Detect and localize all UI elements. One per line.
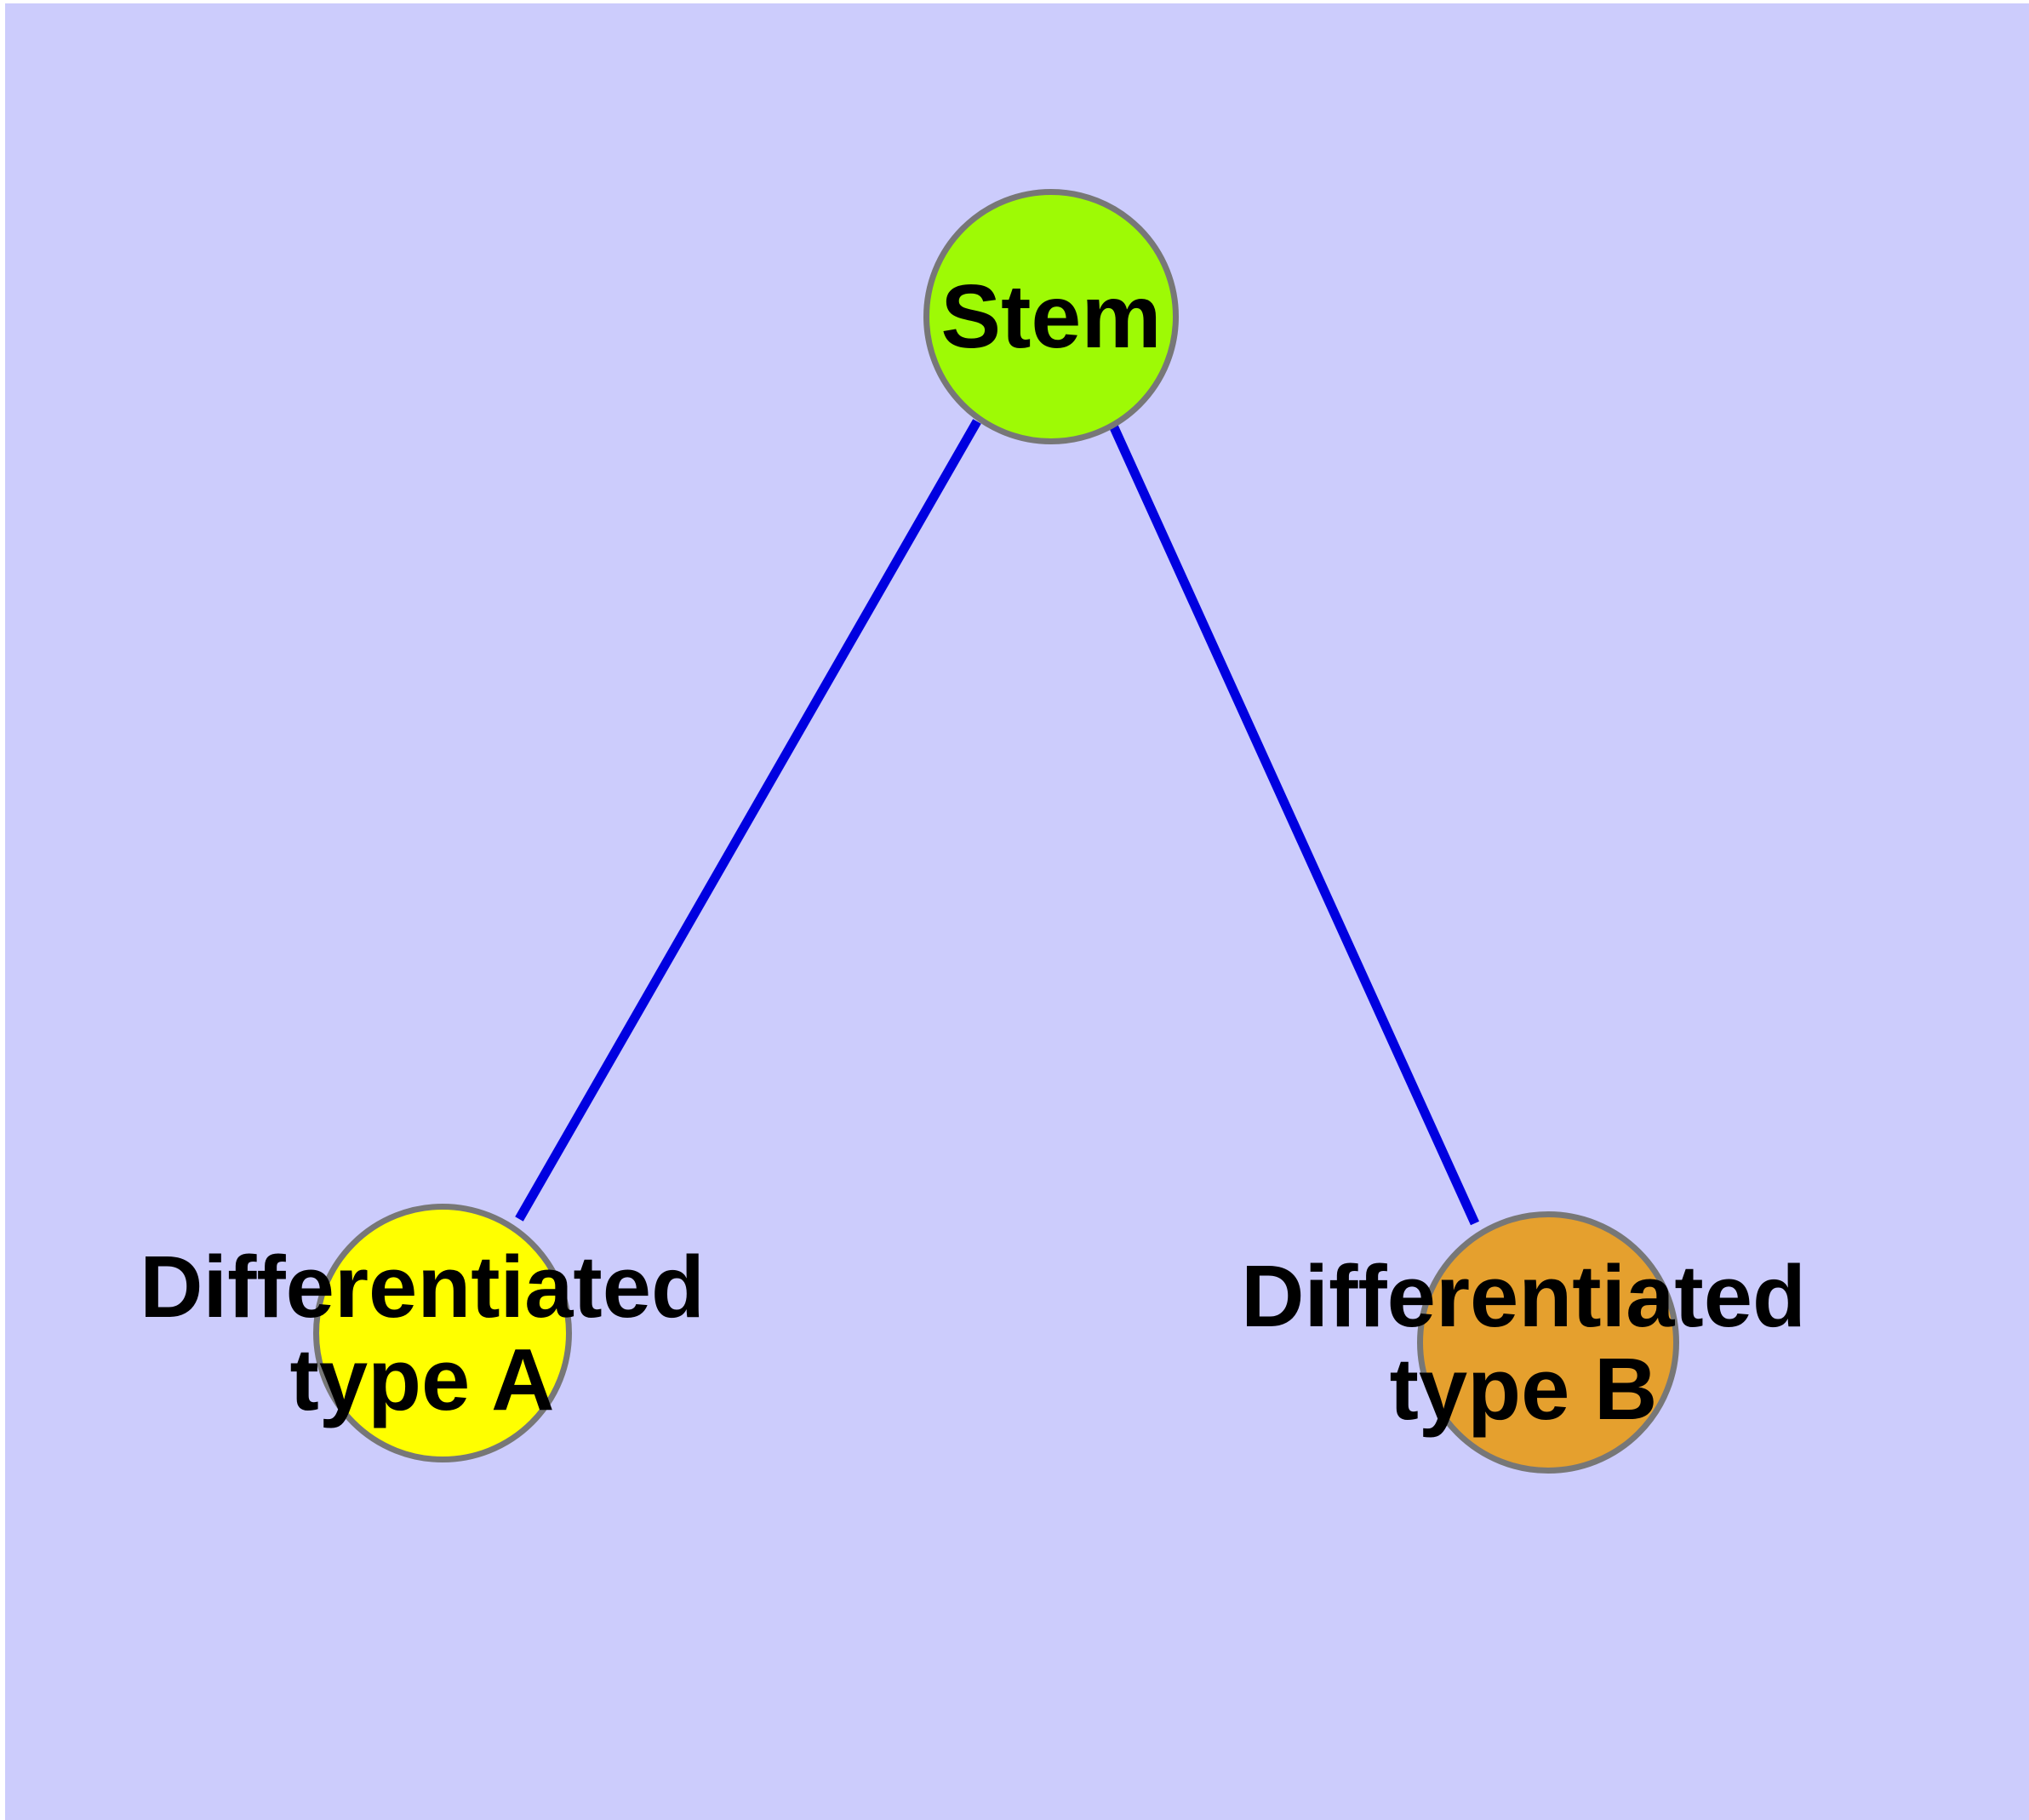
graph-node-diff_b[interactable] — [1417, 1211, 1679, 1474]
edges-layer — [515, 419, 1480, 1226]
graph-edge — [515, 419, 981, 1222]
graph-node-stem[interactable] — [923, 189, 1179, 444]
nodes-layer — [313, 189, 1679, 1474]
graph-edge — [1108, 423, 1480, 1226]
graph-node-diff_a[interactable] — [313, 1204, 572, 1462]
